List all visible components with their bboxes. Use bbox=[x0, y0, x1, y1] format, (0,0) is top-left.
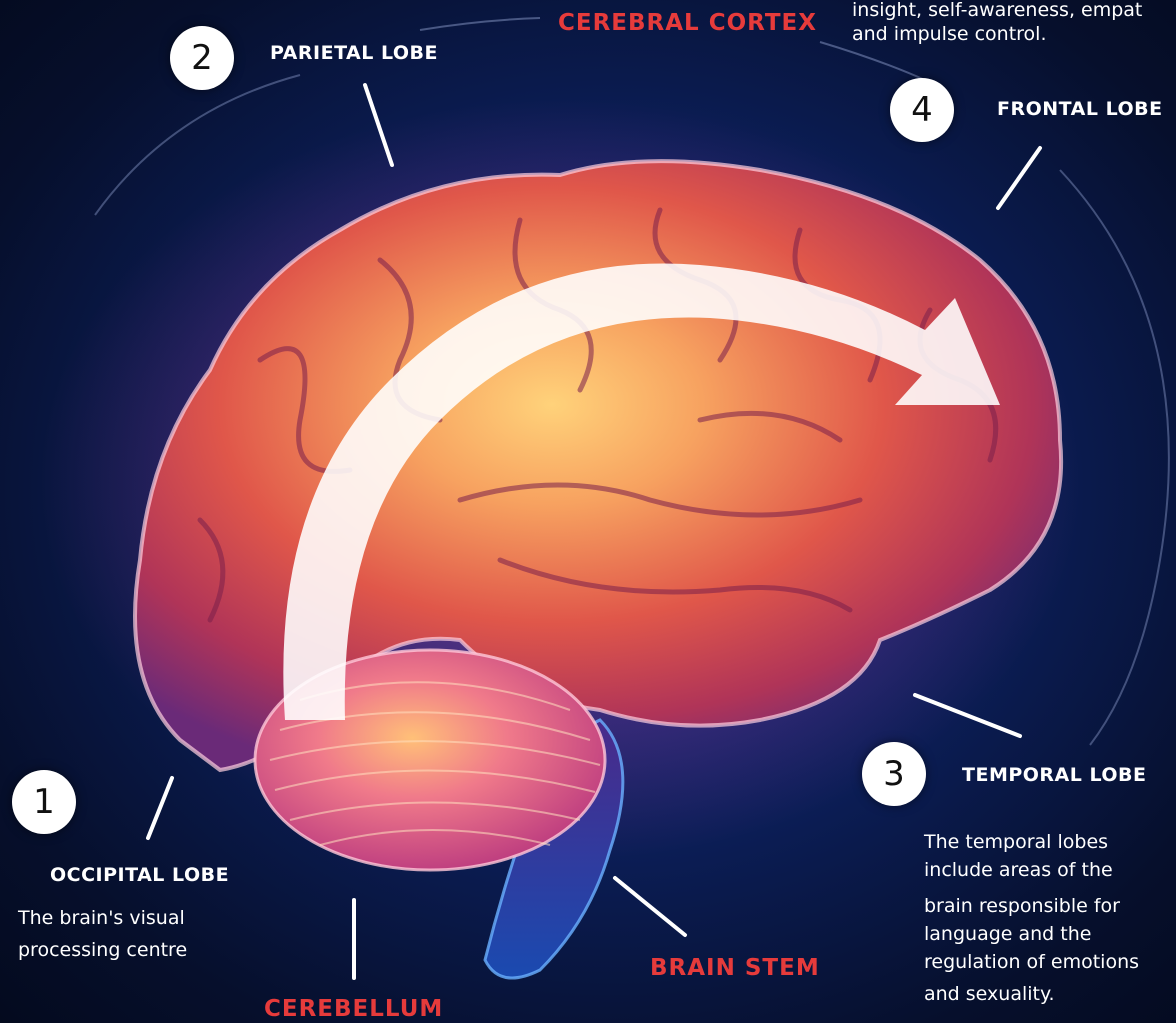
temporal-desc-line-4: language and the bbox=[924, 922, 1091, 947]
occipital-lobe-label: OCCIPITAL LOBE bbox=[50, 864, 229, 886]
parietal-number-badge: 2 bbox=[170, 26, 234, 90]
temporal-desc-line-6: and sexuality. bbox=[924, 982, 1055, 1007]
occipital-number-badge: 1 bbox=[12, 770, 76, 834]
cerebral-cortex-label: CEREBRAL CORTEX bbox=[558, 10, 817, 36]
cerebellum-label: CEREBELLUM bbox=[264, 996, 443, 1022]
orbit-ring bbox=[420, 18, 540, 30]
orbit-ring bbox=[820, 42, 925, 80]
brain-stem-pointer-line bbox=[615, 878, 685, 935]
parietal-lobe-label: PARIETAL LOBE bbox=[270, 42, 438, 64]
cerebral-cortex-desc-line-1: insight, self-awareness, empat bbox=[852, 0, 1142, 23]
frontal-lobe-label: FRONTAL LOBE bbox=[997, 98, 1163, 120]
cerebral-cortex-desc-line-2: and impulse control. bbox=[852, 22, 1046, 47]
temporal-desc-line-3: brain responsible for bbox=[924, 894, 1120, 919]
occipital-desc-line-2: processing centre bbox=[18, 938, 187, 963]
occipital-pointer-line bbox=[148, 778, 172, 838]
temporal-number-badge: 3 bbox=[862, 742, 926, 806]
brain-stem-label: BRAIN STEM bbox=[650, 955, 820, 981]
frontal-pointer-line bbox=[998, 148, 1040, 208]
temporal-desc-line-1: The temporal lobes bbox=[924, 830, 1108, 855]
temporal-desc-line-5: regulation of emotions bbox=[924, 950, 1139, 975]
temporal-lobe-label: TEMPORAL LOBE bbox=[962, 764, 1147, 786]
occipital-desc-line-1: The brain's visual bbox=[18, 906, 185, 931]
temporal-desc-line-2: include areas of the bbox=[924, 858, 1113, 883]
frontal-number-badge: 4 bbox=[890, 78, 954, 142]
